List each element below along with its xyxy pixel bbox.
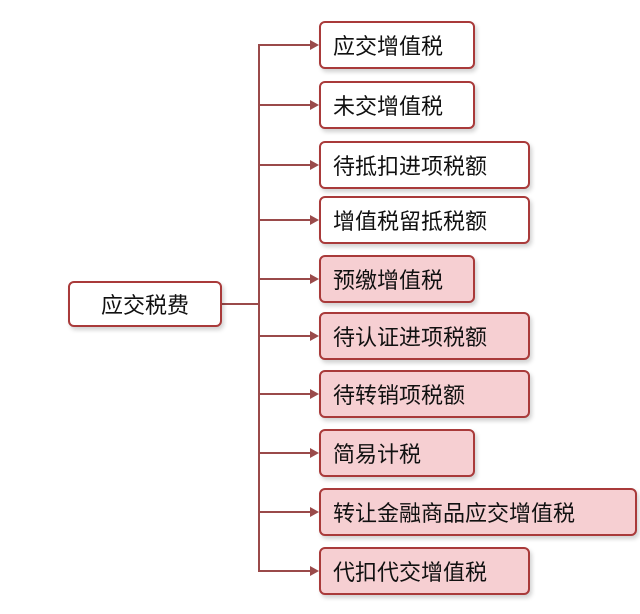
trunk-line xyxy=(258,44,260,571)
root-connector xyxy=(222,303,260,305)
arrowhead xyxy=(310,566,319,576)
node-vat-payable: 应交增值税 xyxy=(319,21,475,69)
branch-line xyxy=(258,570,310,572)
branch-line xyxy=(258,335,310,337)
branch-line xyxy=(258,452,310,454)
node-withheld-vat: 代扣代交增值税 xyxy=(319,547,530,595)
branch-line xyxy=(258,104,310,106)
arrowhead xyxy=(310,274,319,284)
branch-line xyxy=(258,511,310,513)
arrowhead xyxy=(310,389,319,399)
node-output-tax-to-be-transferred: 待转销项税额 xyxy=(319,370,530,418)
branch-line xyxy=(258,393,310,395)
arrowhead xyxy=(310,100,319,110)
node-simplified-taxation: 简易计税 xyxy=(319,429,475,477)
node-input-tax-pending-deduction: 待抵扣进项税额 xyxy=(319,141,530,189)
arrowhead xyxy=(310,160,319,170)
root-node-tax-payable: 应交税费 xyxy=(68,281,222,327)
branch-line xyxy=(258,219,310,221)
arrowhead xyxy=(310,40,319,50)
branch-line xyxy=(258,164,310,166)
node-prepaid-vat: 预缴增值税 xyxy=(319,255,475,303)
node-input-tax-pending-certification: 待认证进项税额 xyxy=(319,312,530,360)
arrowhead xyxy=(310,331,319,341)
arrowhead xyxy=(310,215,319,225)
arrowhead xyxy=(310,507,319,517)
node-vat-retained-credit: 增值税留抵税额 xyxy=(319,196,530,244)
branch-line xyxy=(258,278,310,280)
node-vat-on-financial-product-transfer: 转让金融商品应交增值税 xyxy=(319,488,637,536)
node-unpaid-vat: 未交增值税 xyxy=(319,81,475,129)
arrowhead xyxy=(310,448,319,458)
branch-line xyxy=(258,44,310,46)
